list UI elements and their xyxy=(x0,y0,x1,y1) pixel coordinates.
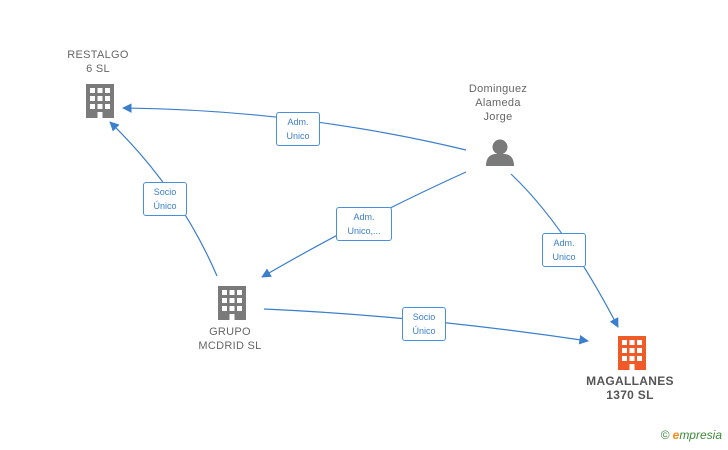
building-icon-highlight[interactable] xyxy=(618,336,646,370)
edge-label-dominguez-restalgo: Adm. Unico xyxy=(276,112,320,146)
node-label-magallanes[interactable]: MAGALLANES 1370 SL xyxy=(586,374,674,402)
building-icon[interactable] xyxy=(218,286,246,320)
building-icon[interactable] xyxy=(86,84,114,118)
copyright-symbol: © xyxy=(660,428,670,442)
node-label-dominguez[interactable]: Dominguez Alameda Jorge xyxy=(468,83,528,123)
node-label-grupo[interactable]: GRUPO MCDRID SL xyxy=(198,326,262,352)
edge-label-dominguez-magallanes: Adm. Unico xyxy=(542,233,586,267)
node-label-restalgo[interactable]: RESTALGO 6 SL xyxy=(67,49,129,75)
edge-label-dominguez-grupo: Adm. Unico,... xyxy=(336,207,392,241)
empresia-logo: ©empresia xyxy=(661,428,722,442)
brand-name: mpresia xyxy=(679,428,722,442)
edge-label-grupo-restalgo: Socio Único xyxy=(143,182,187,216)
brand-initial: e xyxy=(672,428,680,442)
person-icon[interactable] xyxy=(486,139,514,167)
edge-label-grupo-magallanes: Socio Único xyxy=(402,307,446,341)
